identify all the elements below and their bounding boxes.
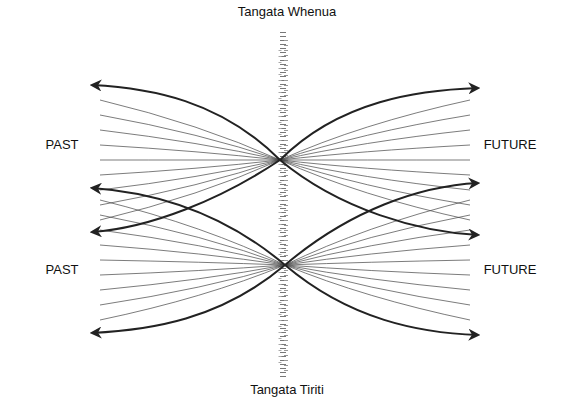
stipple-band [280, 32, 286, 378]
time-label: FUTURE [484, 262, 537, 278]
time-label: FUTURE [484, 137, 537, 153]
time-label: PAST [46, 137, 79, 153]
time-label: PAST [46, 262, 79, 278]
group-label: Tangata Tiriti [250, 382, 324, 398]
timeline-arrows [92, 85, 478, 335]
group-label: Tangata Whenua [238, 4, 336, 20]
fan-lines [100, 100, 470, 320]
